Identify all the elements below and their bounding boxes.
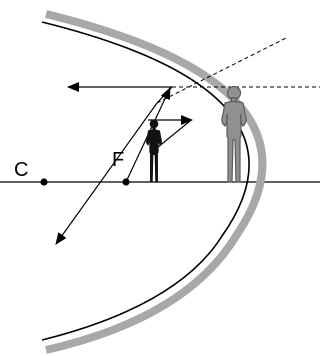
- focus-label: F: [112, 149, 124, 171]
- mirror-back-surface: [45, 10, 267, 354]
- center-label: C: [14, 159, 28, 181]
- ray-extension-dashed: [156, 37, 287, 104]
- mirror-reflecting-surface: [41, 21, 250, 341]
- center-point-dot: [40, 178, 48, 186]
- image-person-icon: [145, 119, 163, 183]
- focal-ray-reflected: [55, 102, 158, 245]
- focal-point-dot: [122, 178, 130, 186]
